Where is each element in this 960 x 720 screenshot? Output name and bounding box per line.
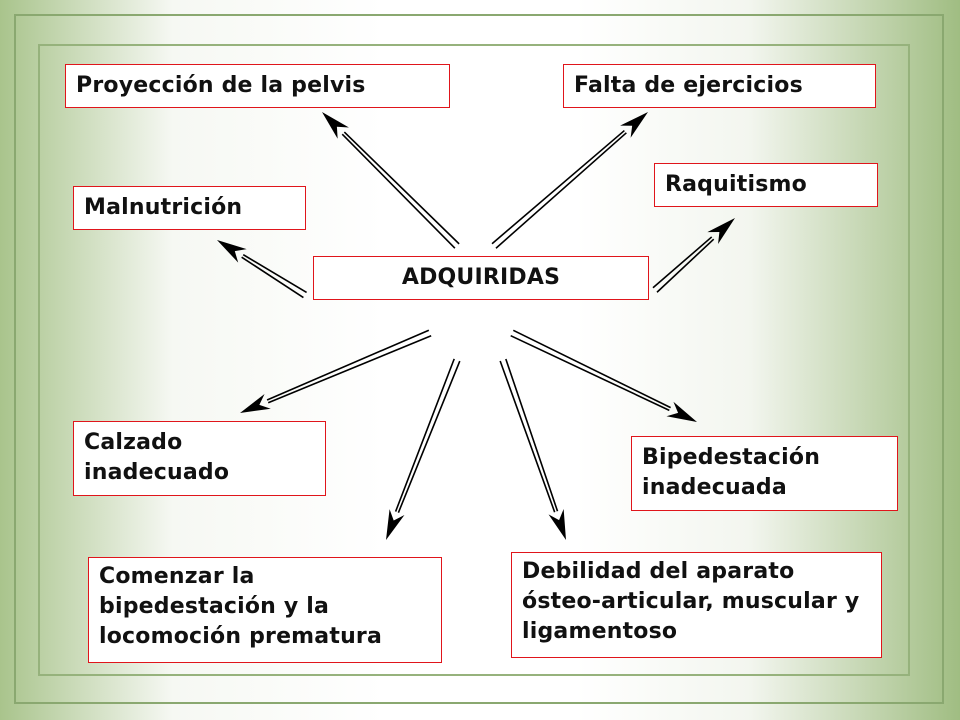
inner-frame (38, 44, 910, 676)
arrow-to-raquitismo (652, 218, 735, 293)
arrow-to-malnutricion (217, 240, 308, 299)
box-falta-ejercicios: Falta de ejercicios (563, 64, 876, 108)
box-label: Raquitismo (665, 172, 807, 197)
box-label: Falta de ejercicios (574, 73, 803, 98)
box-comenzar-bipedestacion: Comenzar la bipedestación y la locomoció… (88, 557, 442, 663)
box-label: Comenzar la bipedestación y la locomoció… (99, 564, 383, 649)
box-proyeccion-pelvis: Proyección de la pelvis (65, 64, 450, 108)
box-label: Proyección de la pelvis (76, 73, 366, 98)
box-label: Bipedestación inadecuada (642, 445, 821, 500)
arrow-to-calzado (240, 329, 432, 413)
center-label: ADQUIRIDAS (401, 265, 561, 290)
box-label: Debilidad del aparato ósteo-articular, m… (522, 559, 860, 644)
box-calzado-inadecuado: Calzado inadecuado (73, 421, 326, 496)
box-malnutricion: Malnutrición (73, 186, 306, 230)
box-bipedestacion-inadecuada: Bipedestación inadecuada (631, 436, 898, 511)
arrow-to-pelvis (322, 112, 460, 249)
box-label: Calzado inadecuado (84, 430, 230, 485)
arrow-to-ejercicios (491, 112, 648, 249)
center-box-adquiridas: ADQUIRIDAS (313, 256, 649, 300)
box-debilidad-aparato: Debilidad del aparato ósteo-articular, m… (511, 552, 882, 658)
arrow-to-bipedestacion (510, 329, 697, 422)
box-label: Malnutrición (84, 195, 243, 220)
box-raquitismo: Raquitismo (654, 163, 878, 207)
outer-frame (14, 14, 944, 704)
arrow-to-debilidad (499, 358, 566, 540)
arrow-to-comenzar (386, 358, 461, 540)
